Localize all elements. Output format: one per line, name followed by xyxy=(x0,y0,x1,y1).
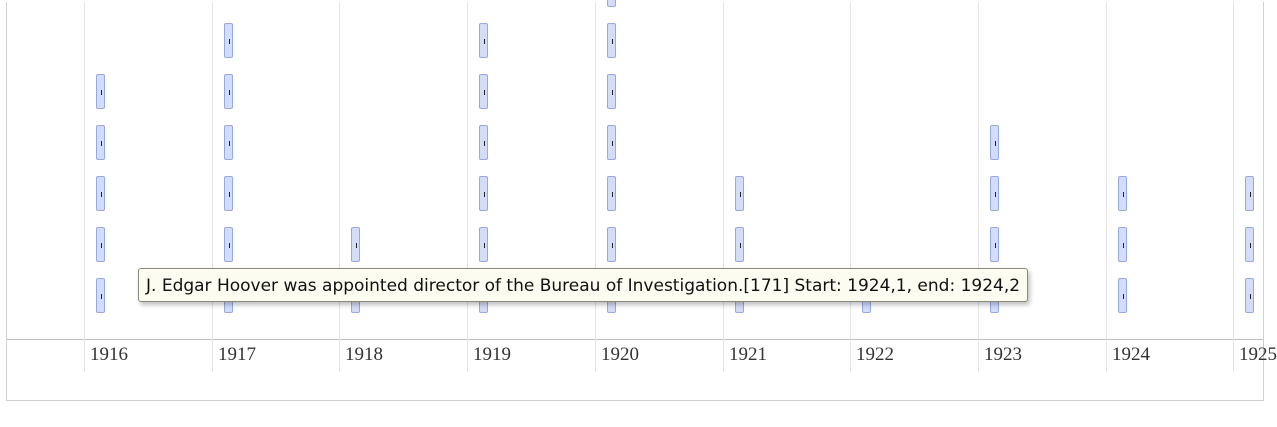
event-label-fragment xyxy=(1250,294,1251,299)
timeline-event-marker[interactable] xyxy=(1118,227,1127,262)
event-label-fragment xyxy=(612,141,613,146)
timeline-event-marker[interactable] xyxy=(96,176,105,211)
year-grid-line xyxy=(467,2,468,372)
timeline-event-marker[interactable] xyxy=(607,74,616,109)
year-tick-label: 1924 xyxy=(1112,344,1150,365)
timeline-event-marker[interactable] xyxy=(224,176,233,211)
timeline-event-marker[interactable] xyxy=(1245,278,1254,313)
year-tick-label: 1920 xyxy=(601,344,639,365)
event-label-fragment xyxy=(101,141,102,146)
event-label-fragment xyxy=(101,243,102,248)
event-label-fragment xyxy=(229,90,230,95)
year-tick-label: 1916 xyxy=(90,344,128,365)
event-label-fragment xyxy=(229,141,230,146)
timeline-event-marker[interactable] xyxy=(1118,176,1127,211)
timeline-event-marker[interactable] xyxy=(607,227,616,262)
timeline-event-marker[interactable] xyxy=(479,227,488,262)
event-label-fragment xyxy=(612,39,613,44)
event-label-fragment xyxy=(229,243,230,248)
timeline-axis xyxy=(7,339,1263,401)
timeline-event-marker[interactable] xyxy=(607,23,616,58)
event-label-fragment xyxy=(1123,243,1124,248)
year-grid-line xyxy=(84,2,85,372)
timeline-event-marker[interactable] xyxy=(990,227,999,262)
timeline-event-marker[interactable] xyxy=(735,227,744,262)
event-label-fragment xyxy=(612,90,613,95)
year-grid-line xyxy=(1233,2,1234,372)
year-grid-line xyxy=(978,2,979,372)
event-label-fragment xyxy=(484,192,485,197)
event-label-fragment xyxy=(740,192,741,197)
event-label-fragment xyxy=(1123,294,1124,299)
year-tick-label: 1923 xyxy=(984,344,1022,365)
timeline-event-marker[interactable] xyxy=(224,227,233,262)
year-grid-line xyxy=(595,2,596,372)
year-tick-label: 1925 xyxy=(1239,344,1277,365)
year-tick-label: 1921 xyxy=(729,344,767,365)
timeline-event-marker[interactable] xyxy=(607,125,616,160)
timeline-event-marker[interactable] xyxy=(224,74,233,109)
event-label-fragment xyxy=(995,243,996,248)
year-grid-line xyxy=(1106,2,1107,372)
event-label-fragment xyxy=(1250,243,1251,248)
timeline-event-marker[interactable] xyxy=(224,23,233,58)
timeline-event-marker[interactable] xyxy=(479,23,488,58)
event-label-fragment xyxy=(995,141,996,146)
timeline-event-marker[interactable] xyxy=(990,125,999,160)
timeline-event-marker[interactable] xyxy=(607,176,616,211)
event-label-fragment xyxy=(612,243,613,248)
event-label-fragment xyxy=(484,243,485,248)
event-label-fragment xyxy=(1250,192,1251,197)
event-label-fragment xyxy=(101,294,102,299)
timeline-event-marker[interactable] xyxy=(479,176,488,211)
event-label-fragment xyxy=(229,39,230,44)
year-grid-line xyxy=(723,2,724,372)
event-tooltip: J. Edgar Hoover was appointed director o… xyxy=(138,268,1029,302)
timeline-event-marker[interactable] xyxy=(735,176,744,211)
timeline-event-marker[interactable] xyxy=(607,0,616,7)
event-label-fragment xyxy=(995,192,996,197)
timeline-widget[interactable]: 1916 1917 1918 1919 1920 1921 1922 1923 1924 1925… xyxy=(6,0,1277,401)
event-label-fragment xyxy=(484,141,485,146)
event-label-fragment xyxy=(101,192,102,197)
timeline-event-marker[interactable] xyxy=(96,125,105,160)
year-tick-label: 1918 xyxy=(345,344,383,365)
timeline-event-marker[interactable] xyxy=(96,74,105,109)
event-label-fragment xyxy=(356,243,357,248)
event-label-fragment xyxy=(101,90,102,95)
timeline-event-marker[interactable] xyxy=(1245,227,1254,262)
timeline-event-marker[interactable] xyxy=(224,125,233,160)
timeline-event-marker[interactable] xyxy=(990,176,999,211)
year-grid-line xyxy=(339,2,340,372)
event-label-fragment xyxy=(484,39,485,44)
year-grid-line xyxy=(212,2,213,372)
event-label-fragment xyxy=(612,192,613,197)
year-grid-line xyxy=(850,2,851,372)
event-label-fragment xyxy=(740,243,741,248)
event-label-fragment xyxy=(1123,192,1124,197)
year-tick-label: 1922 xyxy=(856,344,894,365)
timeline-event-marker[interactable] xyxy=(1245,176,1254,211)
year-tick-label: 1919 xyxy=(473,344,511,365)
event-label-fragment xyxy=(484,90,485,95)
timeline-event-marker[interactable] xyxy=(479,125,488,160)
timeline-event-marker[interactable] xyxy=(96,278,105,313)
event-label-fragment xyxy=(229,192,230,197)
timeline-event-marker[interactable] xyxy=(351,227,360,262)
timeline-event-marker[interactable] xyxy=(1118,278,1127,313)
year-tick-label: 1917 xyxy=(218,344,256,365)
timeline-event-marker[interactable] xyxy=(96,227,105,262)
timeline-event-marker[interactable] xyxy=(479,74,488,109)
